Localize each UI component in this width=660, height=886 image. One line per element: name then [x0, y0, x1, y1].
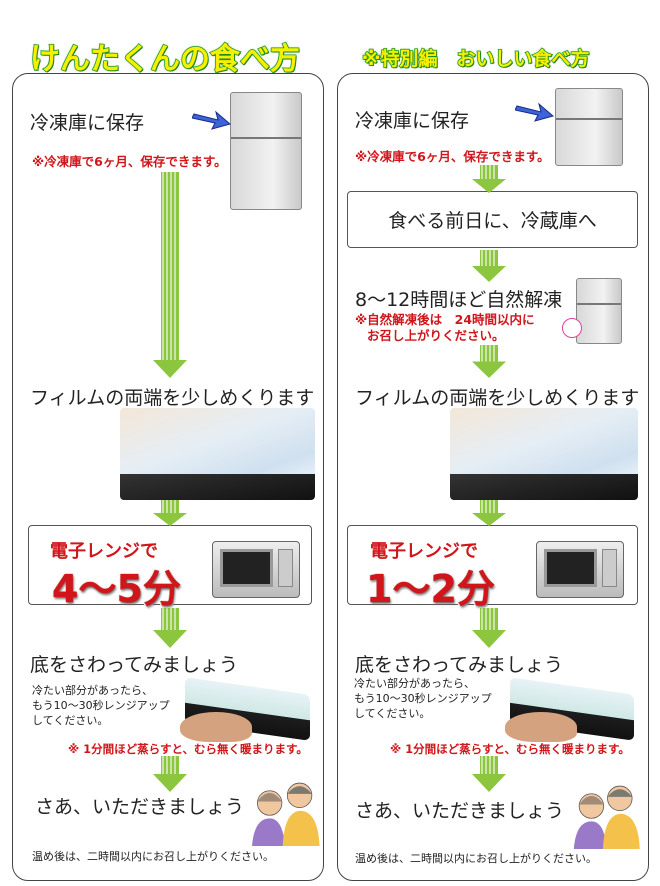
right-touch-note: 冷たい部分があったら、もう10～30秒レンジアップしてください。	[354, 677, 492, 720]
right-microwave-label: 電子レンジで	[370, 541, 478, 562]
down-arrow-icon	[472, 500, 506, 526]
right-time: 1～2分	[365, 566, 497, 613]
film-image	[450, 408, 638, 500]
film-image	[120, 408, 315, 500]
down-arrow-icon	[472, 250, 506, 282]
down-arrow-icon	[472, 345, 506, 378]
hand-image	[505, 712, 577, 742]
down-arrow-icon	[153, 756, 187, 792]
right-thaw-note: ※自然解凍後は 24時間以内にお召し上がりください。	[355, 312, 535, 343]
left-touch-note: 冷たい部分があったら、もう10～30秒レンジアップしてください。	[32, 684, 170, 727]
down-arrow-icon	[472, 165, 506, 193]
right-after-note: 温め後は、二時間以内にお召し上がりください。	[355, 852, 597, 865]
left-panel	[12, 73, 324, 881]
right-panel	[337, 73, 649, 881]
microwave-image	[536, 541, 624, 598]
down-arrow-icon	[472, 756, 506, 792]
left-title: けんたくんの食べ方	[29, 41, 301, 78]
freezer-image	[230, 92, 302, 210]
right-store-label: 冷凍庫に保存	[355, 110, 470, 132]
right-film-label: フィルムの両端を少しめくります	[355, 387, 640, 409]
microwave-image	[212, 541, 300, 598]
people-illustration	[252, 782, 320, 846]
right-fridge-step-box: 食べる前日に、冷蔵庫へ	[347, 191, 638, 248]
left-eat-label: さあ、いただきましょう	[35, 796, 245, 818]
left-steam-note: ※ 1分間ほど蒸らすと、むら無く暖まります。	[68, 742, 308, 756]
right-eat-label: さあ、いただきましょう	[355, 800, 565, 822]
fridge-image	[576, 278, 622, 344]
clock-icon	[562, 318, 582, 338]
left-store-label: 冷凍庫に保存	[30, 112, 145, 134]
right-steam-note: ※ 1分間ほど蒸らすと、むら無く暖まります。	[390, 742, 630, 756]
down-arrow-icon	[153, 172, 187, 378]
down-arrow-icon	[153, 500, 187, 526]
left-after-note: 温め後は、二時間以内にお召し上がりください。	[32, 850, 274, 863]
left-microwave-label: 電子レンジで	[50, 541, 158, 562]
left-film-label: フィルムの両端を少しめくります	[30, 387, 315, 409]
down-arrow-icon	[153, 608, 187, 648]
blue-arrow-icon	[192, 110, 232, 130]
people-illustration	[573, 785, 640, 849]
right-store-note: ※冷凍庫で6ヶ月、保存できます。	[355, 149, 550, 164]
right-thaw-label: 8～12時間ほど自然解凍	[355, 289, 563, 311]
left-touch-label: 底をさわってみましょう	[30, 654, 239, 676]
left-time: 4～5分	[51, 566, 183, 613]
left-store-note: ※冷凍庫で6ヶ月、保存できます。	[32, 154, 227, 169]
down-arrow-icon	[472, 608, 506, 648]
hand-image	[180, 712, 252, 742]
freezer-image	[555, 88, 623, 166]
right-touch-label: 底をさわってみましょう	[355, 654, 564, 676]
right-title: ※特別編 おいしい食べ方	[361, 47, 590, 71]
blue-arrow-icon	[515, 102, 555, 122]
